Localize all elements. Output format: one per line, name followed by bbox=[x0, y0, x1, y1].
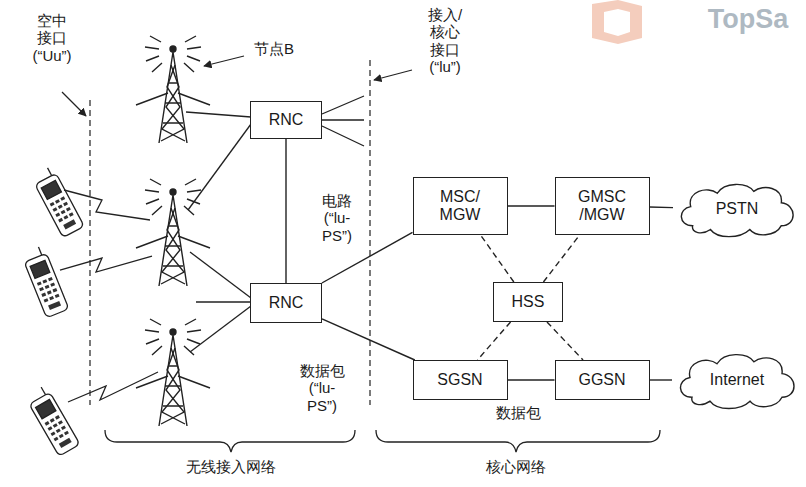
rnc-box: RNC bbox=[250, 283, 322, 323]
node-text-group: GGSN bbox=[578, 371, 625, 389]
callout-label: 空中 接口 (“Uu”) bbox=[31, 12, 72, 64]
node-label: HSS bbox=[512, 293, 545, 311]
rnc-box: RNC bbox=[250, 101, 322, 139]
callout-label: 节点B bbox=[253, 40, 295, 57]
signalling-link bbox=[477, 322, 510, 360]
network-link bbox=[650, 206, 674, 208]
node-label: RNC bbox=[269, 294, 304, 312]
node-text-group: Internet bbox=[710, 371, 764, 389]
network-link bbox=[650, 379, 673, 380]
node-text-group: PSTN bbox=[716, 200, 759, 218]
network-link bbox=[285, 139, 286, 283]
node-text-group: HSS bbox=[512, 293, 545, 311]
node-text-group: SGSN bbox=[437, 371, 482, 389]
watermark: TopSa bbox=[707, 4, 790, 35]
signalling-link bbox=[543, 235, 579, 282]
node-text-group: MSC/ MGW bbox=[440, 188, 481, 225]
node-label: SGSN bbox=[437, 371, 482, 389]
msc-box: MSC/ MGW bbox=[413, 177, 508, 235]
ggsn-box: GGSN bbox=[555, 360, 650, 400]
callout-label: 数据包 bbox=[495, 404, 542, 421]
node-label: GGSN bbox=[578, 371, 625, 389]
node-text-group: RNC bbox=[269, 111, 304, 129]
signalling-link bbox=[547, 322, 583, 360]
hss-box: HSS bbox=[493, 282, 563, 322]
network-cloud: PSTN bbox=[673, 178, 801, 240]
callout-label: 无线接入网络 bbox=[185, 458, 277, 475]
network-cloud: Internet bbox=[672, 348, 802, 412]
callout-label: 接入/ 核心 接口 (“lu”) bbox=[427, 6, 463, 75]
network-link bbox=[322, 319, 415, 360]
node-text-group: GMSC /MGW bbox=[578, 188, 626, 225]
gmsc-box: GMSC /MGW bbox=[555, 177, 650, 235]
callout-label: 数据包 (“lu-PS”) bbox=[299, 362, 346, 414]
node-label: Internet bbox=[710, 371, 764, 389]
callout-label: 核心网络 bbox=[485, 458, 547, 475]
node-text-group: RNC bbox=[269, 294, 304, 312]
callout-label: 电路 (“lu-PS”) bbox=[321, 192, 353, 244]
network-link bbox=[508, 205, 555, 206]
signalling-link bbox=[481, 235, 514, 282]
node-label: RNC bbox=[269, 111, 304, 129]
node-label: PSTN bbox=[716, 200, 759, 218]
node-label: GMSC /MGW bbox=[578, 188, 626, 225]
network-link bbox=[508, 379, 555, 380]
sgsn-box: SGSN bbox=[413, 360, 508, 400]
node-label: MSC/ MGW bbox=[440, 188, 481, 225]
